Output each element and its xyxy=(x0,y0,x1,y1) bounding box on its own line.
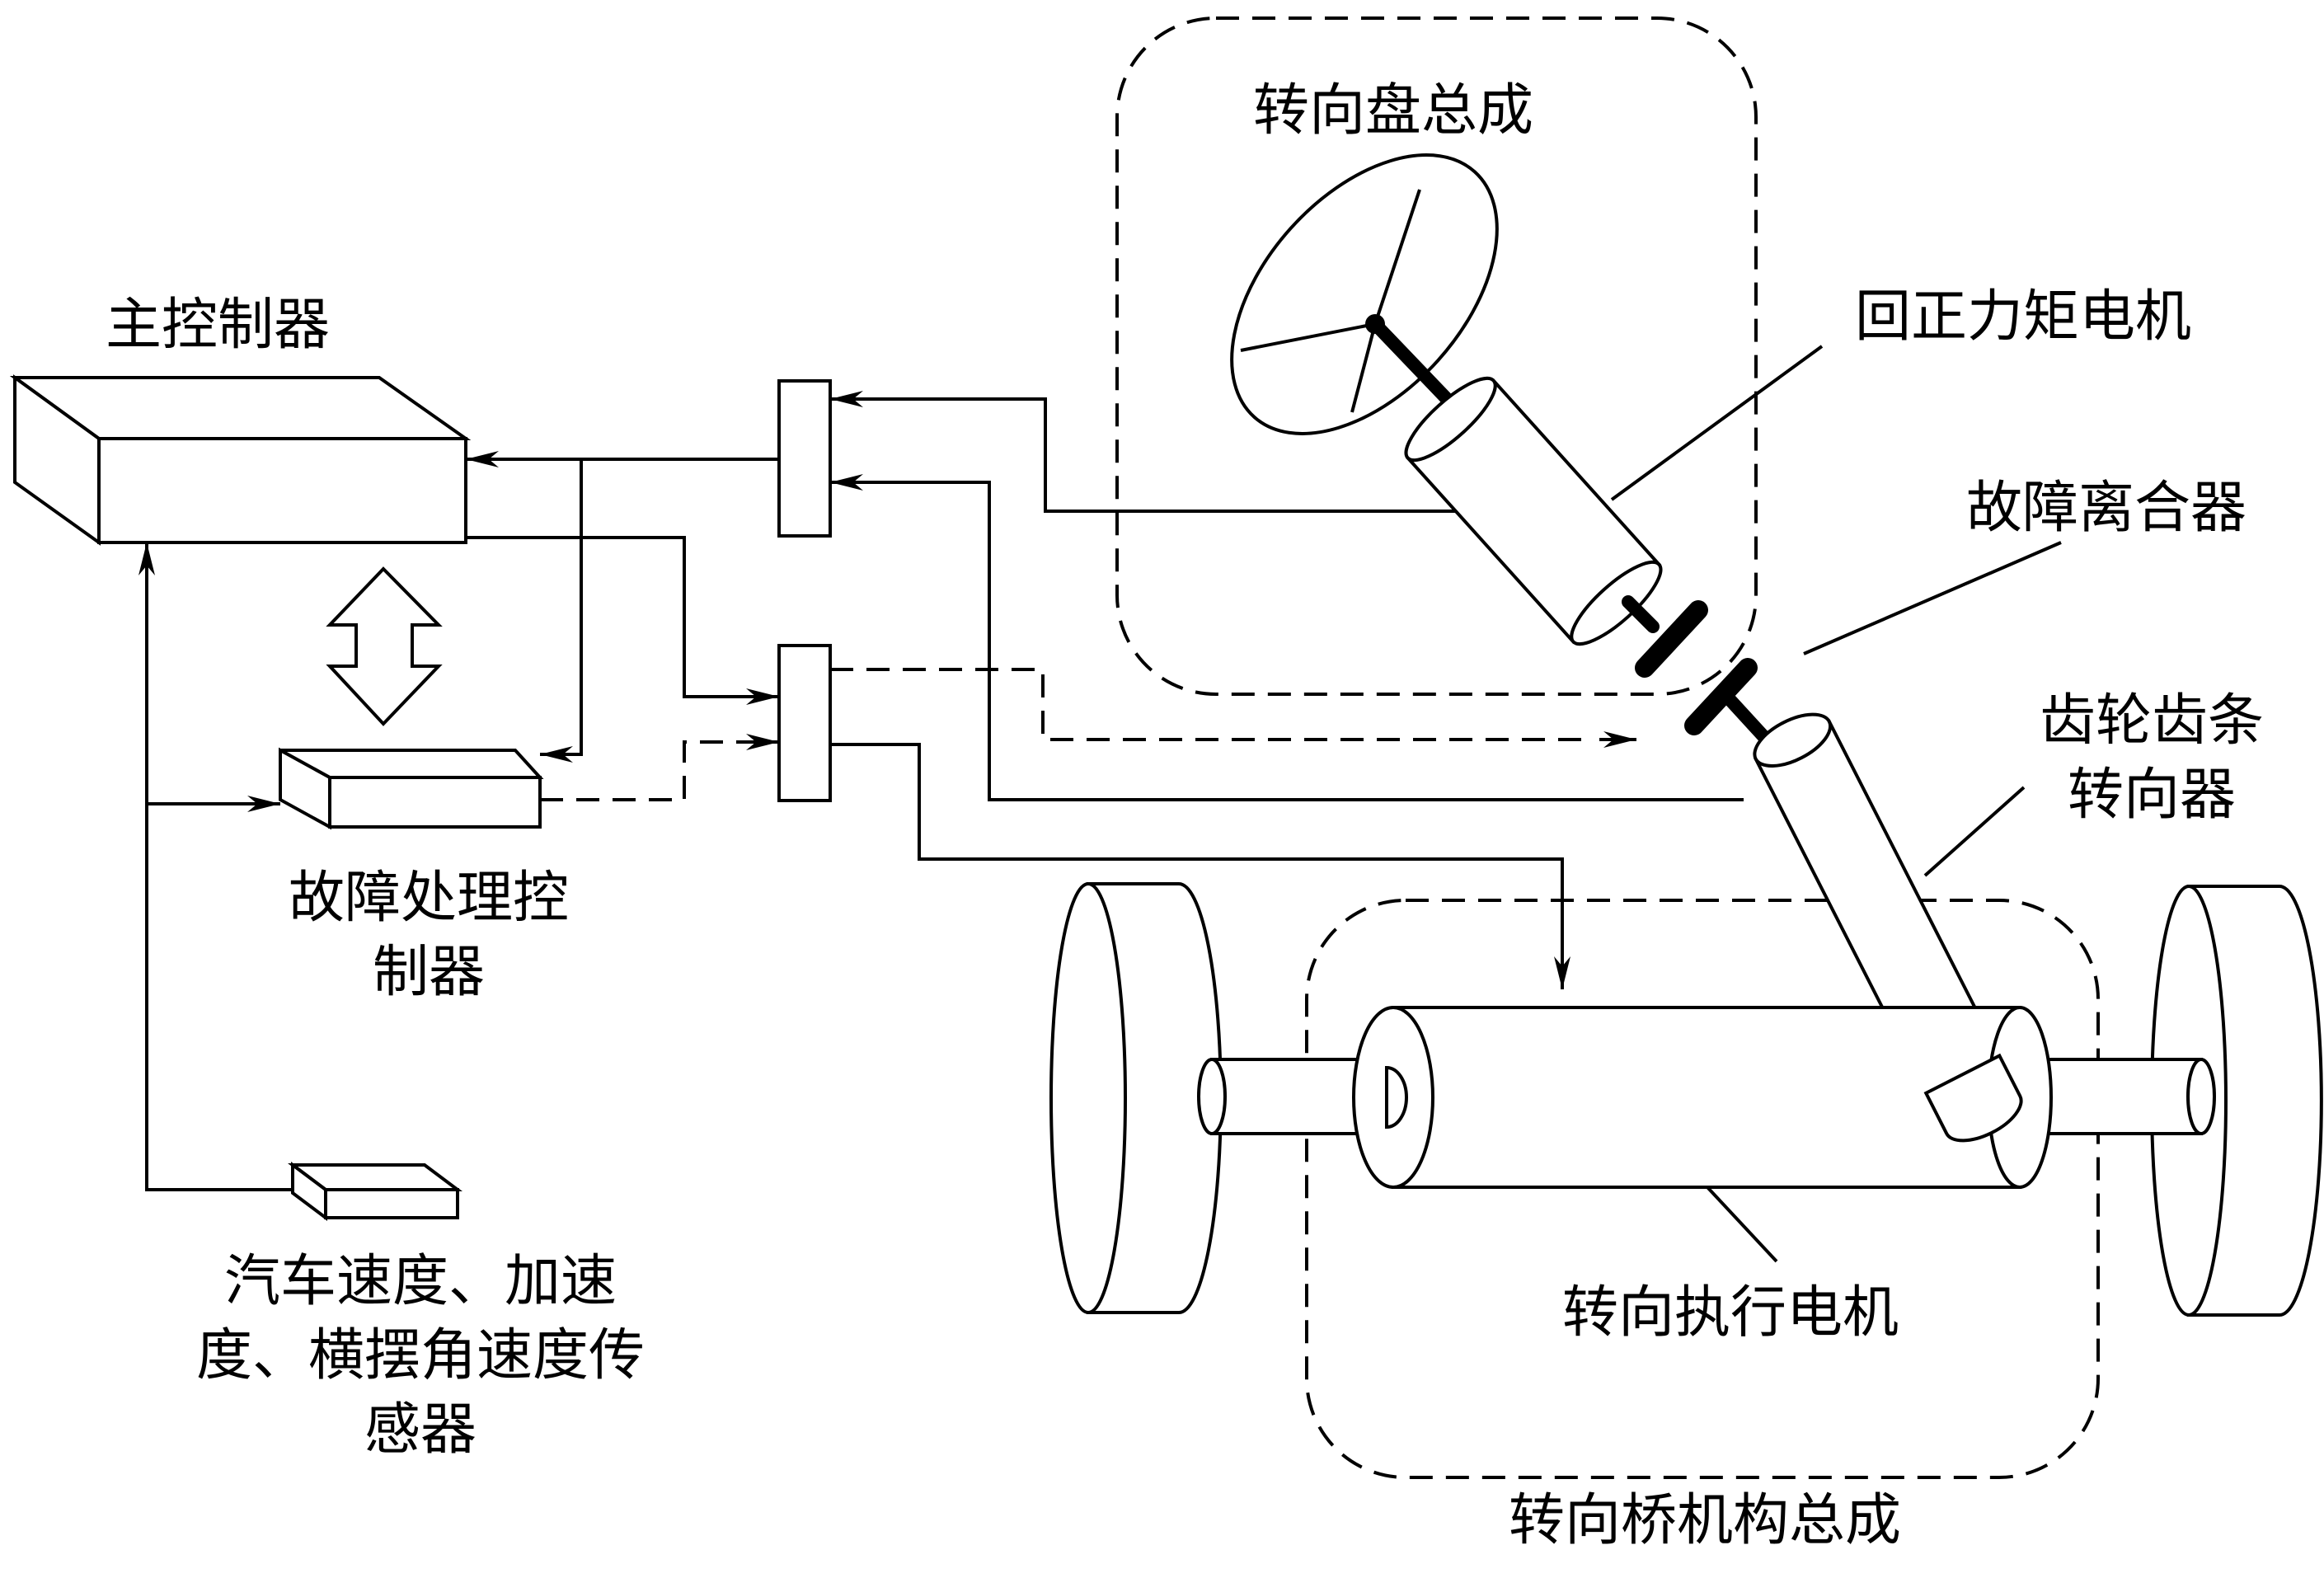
lower-interface-to-clutch-dashed xyxy=(830,668,1583,741)
motor-line-to-upper-interface-2 xyxy=(830,474,1744,801)
label-sensor-line3: 感器 xyxy=(364,1397,477,1463)
upper-interface-block xyxy=(777,379,832,538)
bidirectional-arrow-icon xyxy=(326,566,443,726)
label-steering-wheel-assembly: 转向盘总成 xyxy=(1253,78,1534,143)
label-fault-clutch: 故障离合器 xyxy=(1966,476,2247,541)
label-rack-pinion-line1: 齿轮齿条 xyxy=(2039,688,2264,754)
return-torque-motor-cylinder xyxy=(1404,376,1663,646)
rack-pinion-leader xyxy=(1923,786,2026,877)
return-motor-leader xyxy=(1610,345,1824,501)
label-return-torque-motor: 回正力矩电机 xyxy=(1855,284,2192,350)
steering-wheel-assembly-boundary xyxy=(1115,16,1758,696)
rack-pinion-column-end xyxy=(1923,1053,2023,1143)
sensor-box xyxy=(288,1162,462,1221)
sensor-line-to-main xyxy=(139,542,293,1191)
label-fault-controller-line2: 制器 xyxy=(372,939,485,1005)
steering-wheel-icon xyxy=(1230,153,1499,435)
lower-interface-to-steering-motor xyxy=(830,743,1570,989)
label-fault-controller: 故障处理控 制器 xyxy=(247,862,610,1010)
label-sensor-line2: 度、横摆角速度传 xyxy=(195,1322,645,1388)
motor-to-clutch-shaft xyxy=(1622,595,1660,633)
left-wheel xyxy=(1049,882,1223,1314)
label-sensor: 汽车速度、加速 度、横摆角速度传 感器 xyxy=(124,1245,717,1467)
label-sensor-line1: 汽车速度、加速 xyxy=(223,1249,617,1314)
right-axle xyxy=(2035,1058,2216,1135)
motor-line-to-upper-interface-1 xyxy=(830,391,1570,513)
fault-clutch-leader xyxy=(1803,541,2062,655)
label-rack-pinion: 齿轮齿条 转向器 xyxy=(2012,684,2292,833)
fault-controller-box xyxy=(279,747,544,830)
label-main-controller: 主控制器 xyxy=(106,293,331,358)
lower-interface-block xyxy=(777,644,832,802)
label-steering-motor: 转向执行电机 xyxy=(1562,1280,1899,1346)
steering-axle-assembly-boundary xyxy=(1305,899,2100,1479)
branch-to-fault-controller xyxy=(540,459,583,763)
label-rack-pinion-line2: 转向器 xyxy=(2067,762,2236,828)
label-steering-axle-assembly: 转向桥机构总成 xyxy=(1509,1488,1902,1553)
left-axle xyxy=(1197,1058,1378,1135)
main-controller-box xyxy=(9,374,472,546)
main-to-lower-interface xyxy=(466,536,779,705)
fault-to-lower-interface-dashed xyxy=(540,740,779,801)
label-fault-controller-line1: 故障处理控 xyxy=(288,866,569,931)
